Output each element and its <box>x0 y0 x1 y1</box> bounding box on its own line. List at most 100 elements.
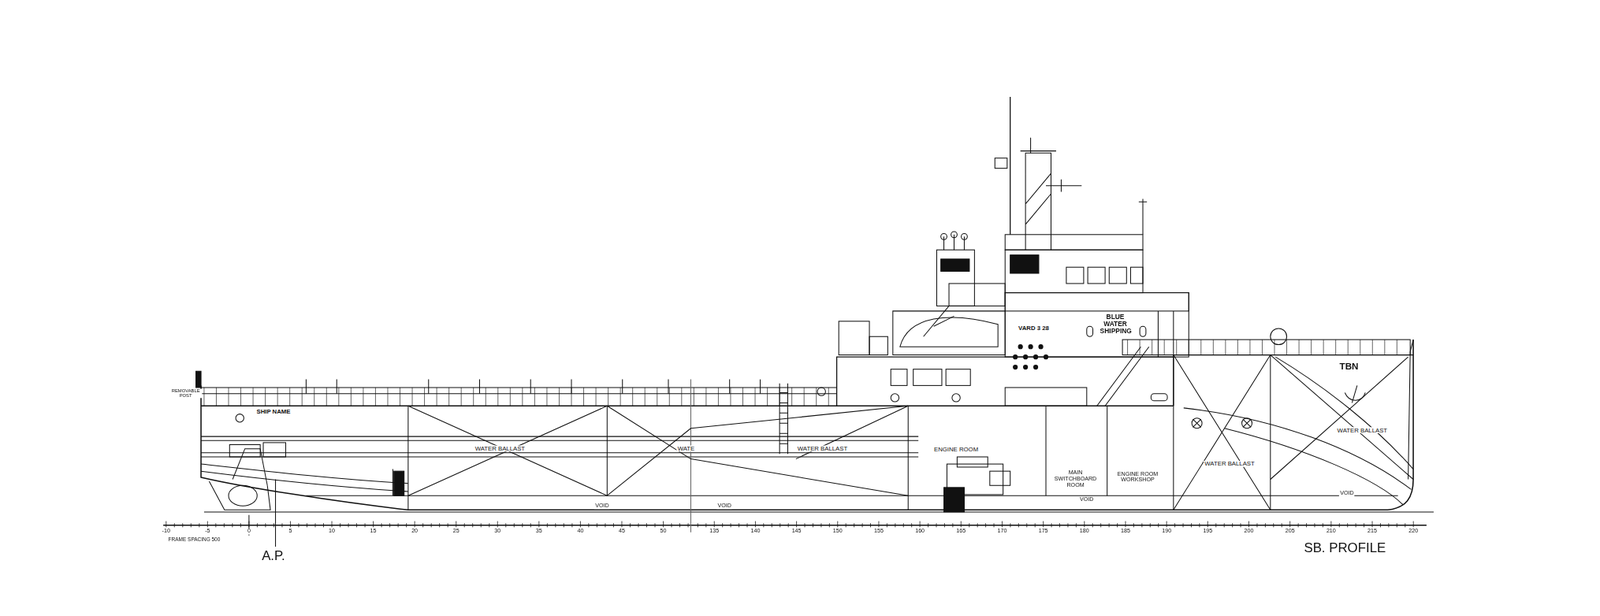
drawn-line <box>1001 521 1003 529</box>
drawn-line <box>427 379 429 395</box>
label: 215 <box>1366 528 1378 535</box>
drawn-line <box>1323 339 1325 355</box>
label: 165 <box>955 528 967 535</box>
label: 195 <box>1201 528 1214 535</box>
drawn-line <box>198 523 200 528</box>
drawn-line <box>803 387 805 406</box>
drawn-line <box>336 379 338 395</box>
drawn-line <box>1261 339 1263 355</box>
drawn-line <box>742 387 744 406</box>
label: MAIN SWITCHBOARD ROOM <box>1052 470 1100 488</box>
drawn-line <box>693 387 695 406</box>
label: 30 <box>493 528 503 535</box>
drawn-line <box>1100 523 1102 528</box>
drawn-line <box>399 387 401 406</box>
drawn-line <box>356 523 358 528</box>
drawn-line <box>721 523 723 528</box>
label: 140 <box>749 528 761 535</box>
drawn-line <box>1157 523 1159 528</box>
drawn-line <box>431 523 432 528</box>
drawn-line <box>804 523 806 528</box>
drawn-line <box>165 521 167 529</box>
drawn-line <box>1372 521 1374 529</box>
drawn-line <box>729 379 730 395</box>
drawn-line <box>680 387 682 406</box>
label: WATER BALLAST <box>1203 461 1256 468</box>
drawn-line <box>796 521 797 529</box>
label: WATE <box>676 446 696 453</box>
label: VARD 3 28 <box>1017 325 1050 332</box>
drawn-line <box>485 387 487 406</box>
drawn-line <box>755 387 756 406</box>
drawn-line <box>1404 523 1406 528</box>
drawn-line <box>331 521 333 529</box>
label: 15 <box>368 528 378 535</box>
drawn-line <box>1026 523 1027 528</box>
drawn-line <box>1215 523 1217 528</box>
drawn-line <box>587 523 589 528</box>
drawn-line <box>738 523 740 528</box>
drawn-line <box>935 523 937 528</box>
label: 205 <box>1283 528 1295 535</box>
drawn-line <box>1274 339 1276 355</box>
drawn-line <box>1281 523 1283 528</box>
drawn-line <box>447 523 449 528</box>
drawn-line <box>755 521 756 529</box>
drawn-line <box>766 387 768 406</box>
drawn-line <box>583 387 585 406</box>
label: 170 <box>996 528 1008 535</box>
drawn-line <box>607 387 609 406</box>
drawn-line <box>894 523 896 528</box>
drawn-line <box>464 523 466 528</box>
label: VOID <box>716 502 733 509</box>
drawn-line <box>323 523 324 528</box>
drawn-line <box>985 523 987 528</box>
label: REMOVABLE POST <box>169 389 202 399</box>
drawn-line <box>919 521 921 529</box>
drawn-line <box>820 523 822 528</box>
drawn-line <box>174 523 175 528</box>
label: 25 <box>451 528 461 535</box>
drawn-line <box>455 521 457 529</box>
label: FRAME SPACING 500 <box>167 536 221 543</box>
drawn-line <box>350 387 352 406</box>
drawn-line <box>1384 339 1385 355</box>
drawn-line <box>1396 523 1398 528</box>
drawn-line <box>497 387 499 406</box>
drawn-line <box>1149 523 1151 528</box>
drawn-line <box>534 387 536 406</box>
drawn-line <box>927 523 929 528</box>
drawn-line <box>472 523 473 528</box>
drawn-line <box>290 521 291 529</box>
label: 160 <box>914 528 926 535</box>
drawn-line <box>215 387 217 406</box>
drawn-line <box>1042 521 1044 529</box>
drawn-line <box>190 523 192 528</box>
drawn-line <box>439 523 440 528</box>
drawn-line <box>554 523 556 528</box>
drawn-line <box>223 523 225 528</box>
label: 175 <box>1037 528 1049 535</box>
drawn-line <box>759 379 761 395</box>
drawn-line <box>853 523 855 528</box>
drawn-line <box>771 523 773 528</box>
drawn-line <box>779 523 781 528</box>
drawn-line <box>870 523 871 528</box>
drawn-line <box>521 387 523 406</box>
label: ENGINE ROOM WORKSHOP <box>1111 471 1165 484</box>
drawn-line <box>1190 523 1192 528</box>
label: 45 <box>617 528 627 535</box>
drawn-line <box>1372 339 1374 355</box>
drawn-line <box>381 523 383 528</box>
drawn-line <box>1198 523 1200 528</box>
drawn-line <box>339 523 341 528</box>
drawn-line <box>1306 523 1307 528</box>
drawn-line <box>546 387 547 406</box>
drawn-line <box>1133 523 1135 528</box>
drawn-line <box>646 523 648 528</box>
drawn-line <box>1224 523 1225 528</box>
label: WATER BALLAST <box>473 446 526 453</box>
drawn-line <box>256 523 258 528</box>
drawn-line <box>1256 523 1258 528</box>
